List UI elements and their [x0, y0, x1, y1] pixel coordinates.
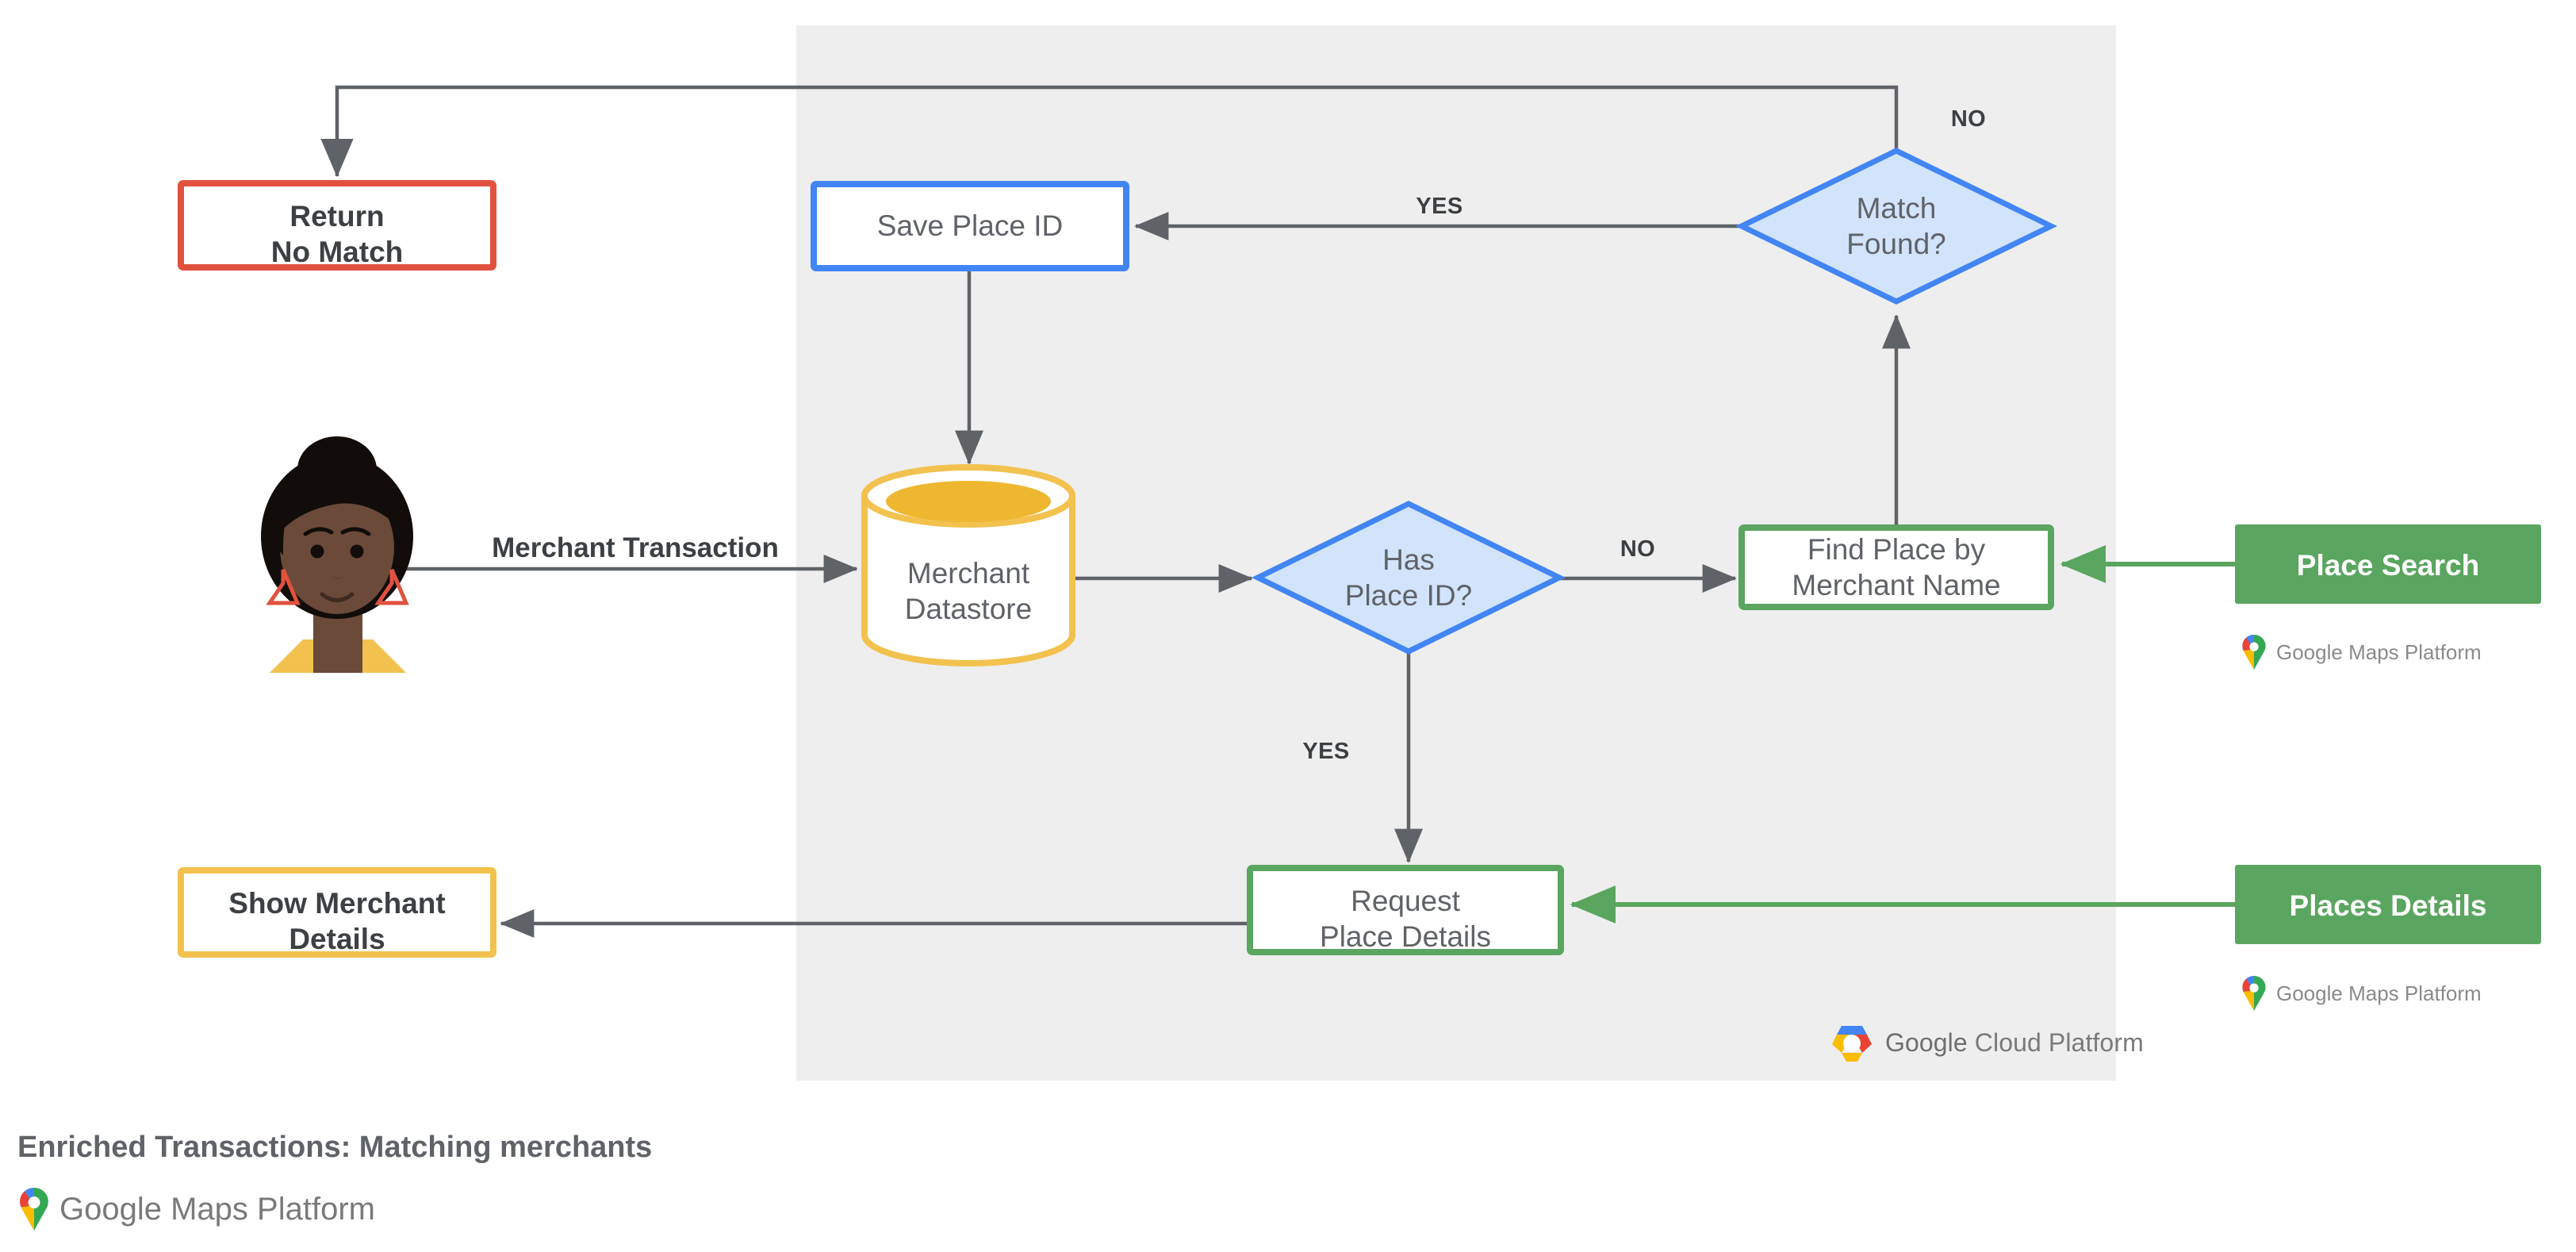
footer-brand-product: Maps Platform	[171, 1191, 375, 1227]
match-found-shape[interactable]	[1735, 148, 2057, 305]
maps-brand-text-place-search: Google Maps Platform	[2276, 640, 2482, 665]
return-no-match-label: Return No Match	[270, 200, 404, 269]
maps-platform-badge-place-search: Google Maps Platform	[2241, 635, 2482, 670]
page-title: Enriched Transactions: Matching merchant…	[17, 1131, 653, 1164]
save-place-id-shape[interactable]	[811, 181, 1129, 271]
gcp-brand-google: Google	[1885, 1027, 1968, 1057]
gcp-brand-row: Google Cloud Platform	[1827, 1020, 2144, 1065]
places-details-label: Places Details	[2289, 889, 2487, 922]
return-no-match-shape[interactable]	[178, 180, 496, 271]
match-found-label: Match Found?	[1846, 192, 1946, 261]
google-maps-pin-icon	[2242, 635, 2266, 670]
edge-label-no-has-place-id: NO	[1620, 536, 1656, 562]
footer-maps-platform-brand: Google Maps Platform	[17, 1188, 375, 1231]
show-merchant-details-label: Show Merchant Details	[228, 887, 446, 956]
merchant-datastore-label: Merchant Datastore	[904, 557, 1033, 626]
google-maps-pin-icon	[2242, 976, 2266, 1011]
gcp-brand-product: Cloud Platform	[1974, 1027, 2144, 1057]
maps-brand-google-1: Google	[2276, 639, 2343, 664]
place-search-label: Place Search	[2296, 549, 2480, 582]
merchant-datastore-shape[interactable]	[861, 464, 1075, 666]
request-place-details-shape[interactable]	[1247, 865, 1564, 955]
edge-label-no-match-found: NO	[1950, 106, 1987, 132]
find-place-shape[interactable]	[1738, 524, 2054, 610]
edge-label-yes-has-place-id: YES	[1302, 739, 1350, 764]
maps-brand-product-2: Maps Platform	[2348, 981, 2482, 1005]
find-place-label: Find Place by Merchant Name	[1792, 533, 2001, 602]
maps-platform-badge-places-details: Google Maps Platform	[2241, 976, 2482, 1011]
has-place-id-label: Has Place ID?	[1344, 543, 1473, 613]
edge-label-yes-match-found: YES	[1416, 194, 1463, 219]
places-details-shape[interactable]	[2235, 865, 2541, 944]
request-place-details-label: Request Place Details	[1320, 885, 1491, 954]
google-maps-pin-icon	[20, 1188, 48, 1231]
maps-brand-text-places-details: Google Maps Platform	[2276, 981, 2482, 1006]
footer-maps-brand-text: Google Maps Platform	[59, 1192, 375, 1227]
maps-brand-product-1: Maps Platform	[2348, 639, 2482, 664]
maps-brand-google-2: Google	[2276, 981, 2343, 1005]
save-place-id-label: Save Place ID	[876, 209, 1064, 242]
gcp-brand-text: Google Cloud Platform	[1885, 1028, 2144, 1058]
place-search-shape[interactable]	[2235, 524, 2541, 604]
merchant-avatar-illustration	[261, 436, 413, 673]
edge-label-merchant-transaction: Merchant Transaction	[492, 532, 779, 563]
footer-brand-google: Google	[59, 1191, 162, 1227]
edge-match-found-no-to-return	[320, 85, 1899, 178]
has-place-id-shape[interactable]	[1252, 501, 1566, 655]
show-merchant-details-shape[interactable]	[178, 867, 496, 958]
google-cloud-platform-logo-icon	[1832, 1026, 1872, 1062]
